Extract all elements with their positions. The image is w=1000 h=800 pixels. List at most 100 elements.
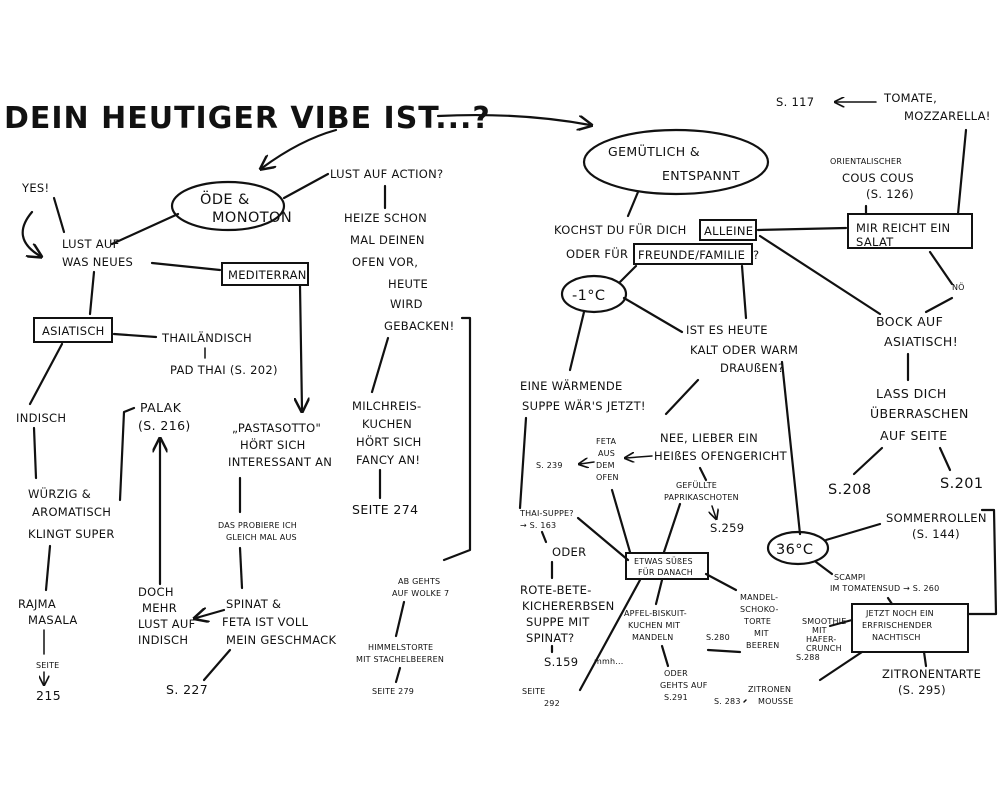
sommer-line2: (S. 144) [912, 527, 960, 541]
lust-neues-line2: WAS NEUES [62, 255, 133, 269]
mmh-label: mmh... [594, 657, 624, 666]
feta-line3: DEM [596, 461, 615, 470]
kalt-line2: KALT ODER WARM [690, 343, 798, 357]
line-nee-paprika [698, 466, 708, 482]
himmel-line1: HIMMELSTORTE [368, 643, 433, 652]
apfel-line2: KUCHEN MIT [628, 621, 680, 630]
c36-ellipse [766, 530, 830, 566]
ofen-line2: MAL DEINEN [350, 233, 425, 247]
pastasotto-line2: HÖRT SICH [240, 436, 306, 452]
doch-line3: LUST AUF [138, 617, 196, 631]
arrow-title-to-oede [262, 128, 338, 168]
line-wuerzig-palak [118, 406, 136, 502]
s291-line1: ODER [664, 669, 688, 678]
line-oede-neues [110, 212, 180, 246]
kochst-question: ? [753, 248, 759, 262]
line-36c-sommer [824, 522, 882, 542]
line-noe-bock [924, 296, 954, 314]
doch-line4: INDISCH [138, 633, 188, 647]
arrow-mediterran-pastasotto [300, 284, 302, 410]
paprika-line2: PAPRIKASCHOTEN [664, 493, 739, 502]
rajma-line1: RAJMA [18, 597, 56, 611]
s280-label: S.280 [706, 633, 730, 642]
mediterran-label: MEDITERRAN [228, 268, 307, 282]
ofen-line1: HEIZE SCHON [344, 211, 427, 225]
line-salat-tomate [956, 128, 968, 216]
oede-ellipse [170, 180, 286, 232]
thai-line2: PAD THAI (S. 202) [170, 363, 278, 377]
line-lass-s208 [852, 446, 884, 476]
nee-line2: HEIßES OFENGERICHT [654, 449, 788, 463]
apfel-line1: APFEL-BISKUIT- [624, 609, 687, 618]
wuerzig-line1: WÜRZIG & [28, 485, 91, 501]
etwas-box [625, 552, 709, 580]
tomate-line2: MOZZARELLA! [904, 109, 991, 123]
ofen-line6: GEBACKEN! [384, 319, 454, 333]
kalt-line1: IST ES HEUTE [686, 323, 768, 337]
sommer-line1: SOMMERROLLEN [886, 511, 987, 525]
s159-label: S.159 [544, 655, 578, 669]
spinat-line1: SPINAT & [226, 597, 281, 611]
salat-line2: SALAT [856, 235, 894, 249]
line-ofen-wolke [442, 316, 472, 562]
line-indisch-wuerzig [32, 426, 38, 480]
feta-line4: OFEN [596, 473, 619, 482]
salat-line1: MIR REICHT EIN [856, 221, 950, 235]
s283-label: S. 283 [714, 697, 741, 706]
pastasotto-line1: „PASTASOTTO" [232, 421, 321, 435]
line-etwas-apfel [654, 578, 664, 606]
oede-line1: ÖDE & [200, 190, 250, 208]
lass-line2: ÜBERRASCHEN [870, 405, 969, 421]
line-gemuetlich-kochst [626, 190, 640, 218]
arrow-title-to-gemuetlich [436, 113, 590, 125]
jetzt-line1: JETZT NOCH EIN [865, 609, 934, 618]
mediterran-box [221, 262, 309, 286]
probiere-line1: DAS PROBIERE ICH [218, 521, 297, 530]
wolke-line1: AB GEHTS [398, 577, 440, 586]
line-familie-kalt [740, 264, 748, 320]
s201-label: S.201 [940, 476, 984, 492]
feta-line2: AUS [598, 449, 615, 458]
line-etwas-mandel [704, 572, 738, 592]
probiere-line2: GLEICH MAL AUS [226, 533, 297, 542]
spinat-line2: FETA IST VOLL [222, 615, 309, 629]
milchreis-line4: FANCY AN! [356, 453, 420, 467]
jetzt-line2: ERFRISCHENDER [862, 621, 932, 630]
asiatisch-box [33, 317, 113, 343]
line-yes-neues [52, 196, 66, 234]
wuerzig-line2: AROMATISCH [32, 505, 111, 519]
line-salat-noe [928, 250, 954, 286]
familie-box [633, 243, 753, 265]
etwas-line1: ETWAS SÜßES [634, 556, 693, 566]
scampi-line2: IM TOMATENSUD → S. 260 [830, 584, 939, 593]
lust-neues-line1: LUST AUF [62, 237, 120, 251]
line-apfel-s291 [660, 644, 670, 668]
milchreis-line2: KUCHEN [362, 417, 412, 431]
couscous-line2: COUS COUS [842, 171, 914, 185]
s117-label: S. 117 [776, 95, 814, 109]
couscous-line3: (S. 126) [866, 187, 914, 201]
rote-line2: KICHERERBSEN [522, 599, 615, 613]
line-jetzt-zitronenmousse [818, 650, 864, 682]
salat-box [847, 213, 973, 249]
noe-label: NÖ [952, 282, 965, 292]
paprika-line1: GEFÜLLTE [676, 480, 717, 490]
line-jetzt-smoothie [828, 618, 854, 628]
etwas-line2: FÜR DANACH [638, 567, 693, 577]
thaisuppe-line2: → S. 163 [520, 521, 556, 530]
wolke-line2: AUF WOLKE 7 [392, 589, 449, 598]
ofen-line4: HEUTE [388, 277, 428, 291]
line-alleine-salat [756, 226, 848, 232]
loop-arrow-yes [21, 210, 40, 256]
s208-label: S.208 [828, 482, 872, 498]
pastasotto-line3: INTERESSANT AN [228, 455, 332, 469]
apfel-line3: MANDELN [632, 633, 673, 642]
doch-line1: DOCH [138, 585, 174, 599]
alleine-box [699, 219, 757, 241]
mandel-line4: MIT [754, 629, 769, 638]
oede-line2: MONOTON [212, 210, 292, 226]
palak-line2: (S. 216) [138, 418, 191, 433]
s291-line3: S.291 [664, 693, 688, 702]
seite279-label: SEITE 279 [372, 687, 414, 696]
